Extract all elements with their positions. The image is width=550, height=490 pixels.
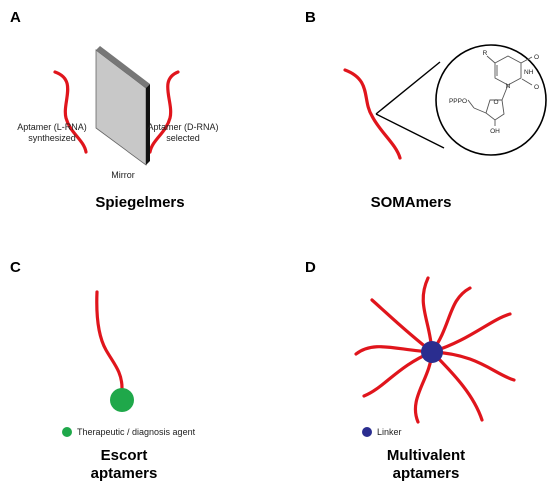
d-rna-strand xyxy=(148,70,180,154)
panel-b-letter: B xyxy=(305,9,316,26)
multivalent-title-line2: aptamers xyxy=(393,465,460,482)
multivalent-title-line1: Multivalent xyxy=(387,447,465,464)
arm-strand xyxy=(430,350,516,382)
arm-strand xyxy=(421,276,434,354)
mirror-icon xyxy=(95,46,150,166)
chem-o-top: O xyxy=(534,54,539,61)
soma-strand xyxy=(343,68,402,160)
arm-strand xyxy=(430,286,472,354)
panel-c: C Therapeutic / diagnosis agent Escort a… xyxy=(10,259,196,482)
panel-c-letter: C xyxy=(10,259,21,276)
d-rna-label-line2: selected xyxy=(166,133,200,143)
d-rna-label-line1: Aptamer (D-RNA) xyxy=(147,122,218,132)
chem-nh: NH xyxy=(524,69,534,76)
l-rna-label-line1: Aptamer (L-RNA) xyxy=(17,122,87,132)
mirror-label: Mirror xyxy=(111,170,135,180)
chem-o-bottom: O xyxy=(534,84,539,91)
agent-circle xyxy=(110,388,134,412)
arm-strand xyxy=(430,312,512,354)
agent-legend-label: Therapeutic / diagnosis agent xyxy=(77,427,196,437)
chem-r: R xyxy=(483,50,488,57)
somamers-title: SOMAmers xyxy=(371,194,452,211)
panel-d: D Linker Multivalent aptamers xyxy=(305,259,516,482)
panel-a: A Aptamer (L-RNA) synthesized Aptamer (D… xyxy=(10,9,219,211)
chem-n: N xyxy=(506,83,511,90)
panel-d-letter: D xyxy=(305,259,316,276)
escort-strand xyxy=(95,290,124,390)
chem-oh: OH xyxy=(490,128,500,135)
panel-b: B N NH O O R O PPPO xyxy=(305,9,547,211)
chem-o-ring: O xyxy=(493,99,498,106)
green-circle-icon xyxy=(62,427,72,437)
l-rna-label-line2: synthesized xyxy=(28,133,76,143)
escort-title-line1: Escort xyxy=(101,447,148,464)
arm-strand xyxy=(354,345,434,356)
chem-ppp: PPPO xyxy=(449,98,467,105)
linker-legend-label: Linker xyxy=(377,427,402,437)
escort-title-line2: aptamers xyxy=(91,465,158,482)
linker-core xyxy=(421,341,443,363)
panel-a-letter: A xyxy=(10,9,21,26)
modified-nucleotide-structure: N NH O O R O PPPO OH xyxy=(449,50,539,135)
spiegelmers-title: Spiegelmers xyxy=(95,194,184,211)
l-rna-strand xyxy=(53,70,88,154)
blue-circle-icon xyxy=(362,427,372,437)
